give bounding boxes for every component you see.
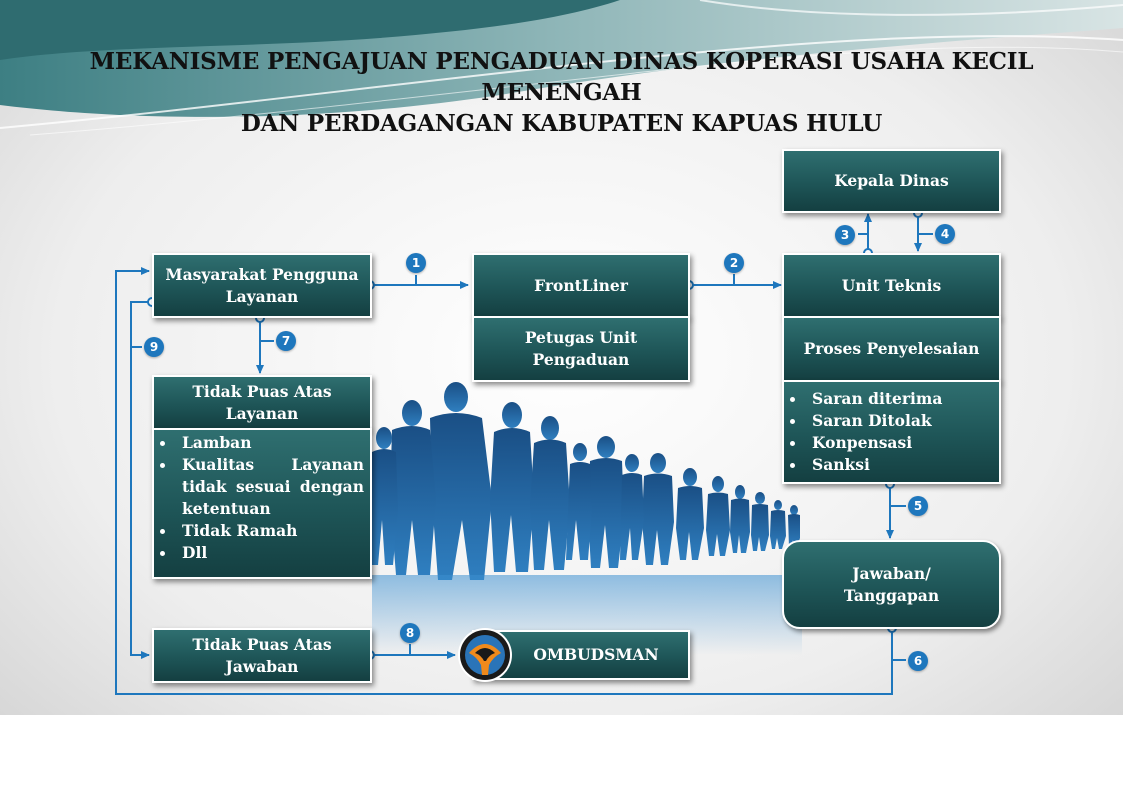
hasil-list: Saran diterima Saran Ditolak Konpensasi …: [784, 388, 999, 476]
list-item: Konpensasi: [784, 432, 999, 454]
alasan-list: Lamban Kualitas Layanan tidak sesuai den…: [154, 432, 364, 564]
ombudsman-logo-icon: [458, 628, 512, 682]
step-badge-8: 8: [400, 623, 420, 643]
step-badge-3: 3: [835, 225, 855, 245]
list-item: Saran Ditolak: [784, 410, 999, 432]
list-item: Tidak Ramah: [154, 520, 364, 542]
node-kepala-dinas-label: Kepala Dinas: [834, 171, 949, 190]
list-item: Kualitas Layanan tidak sesuai dengan ket…: [154, 454, 364, 520]
list-item: Sanksi: [784, 454, 999, 476]
connector-9: [130, 301, 152, 659]
node-hasil: Saran diterima Saran Ditolak Konpensasi …: [782, 380, 1001, 484]
node-frontliner-label: FrontLiner: [534, 275, 628, 295]
step-badge-5: 5: [908, 496, 928, 516]
node-masyarakat-label: Masyarakat Pengguna Layanan: [165, 264, 359, 306]
node-tidak-puas-jawaban: Tidak Puas Atas Jawaban: [152, 628, 372, 683]
step-badge-1: 1: [406, 253, 426, 273]
list-item: Saran diterima: [784, 388, 999, 410]
node-unit-teknis: Unit Teknis: [782, 253, 1001, 318]
page-title: MEKANISME PENGAJUAN PENGADUAN DINAS KOPE…: [40, 46, 1083, 139]
node-jawaban: Jawaban/ Tanggapan: [782, 540, 1001, 629]
crowd-silhouette: [372, 382, 800, 580]
title-line-2: DAN PERDAGANGAN KABUPATEN KAPUAS HULU: [240, 110, 883, 137]
step-badge-6: 6: [908, 651, 928, 671]
node-masyarakat: Masyarakat Pengguna Layanan: [152, 253, 372, 318]
node-petugas-label: Petugas Unit Pengaduan: [524, 328, 638, 369]
node-petugas: Petugas Unit Pengaduan: [472, 316, 690, 382]
node-tidak-puas-jawaban-label: Tidak Puas Atas Jawaban: [192, 634, 332, 676]
node-kepala-dinas: Kepala Dinas: [782, 149, 1001, 213]
step-badge-9: 9: [144, 337, 164, 357]
connector-6: [115, 267, 893, 695]
title-line-1: MEKANISME PENGAJUAN PENGADUAN DINAS KOPE…: [89, 48, 1034, 106]
list-item: Dll: [154, 542, 364, 564]
step-badge-7: 7: [276, 331, 296, 351]
node-alasan: Lamban Kualitas Layanan tidak sesuai den…: [152, 428, 372, 579]
node-frontliner: FrontLiner: [472, 253, 690, 318]
node-tidak-puas-layanan: Tidak Puas Atas Layanan: [152, 375, 372, 430]
step-badge-2: 2: [724, 253, 744, 273]
node-ombudsman-label: OMBUDSMAN: [533, 645, 659, 664]
node-unit-teknis-label: Unit Teknis: [841, 275, 942, 295]
list-item: Lamban: [154, 432, 364, 454]
step-badge-4: 4: [935, 224, 955, 244]
node-proses: Proses Penyelesaian: [782, 316, 1001, 382]
node-proses-label: Proses Penyelesaian: [803, 339, 980, 358]
node-tidak-puas-layanan-label: Tidak Puas Atas Layanan: [192, 381, 332, 423]
node-jawaban-label: Jawaban/ Tanggapan: [843, 563, 940, 605]
